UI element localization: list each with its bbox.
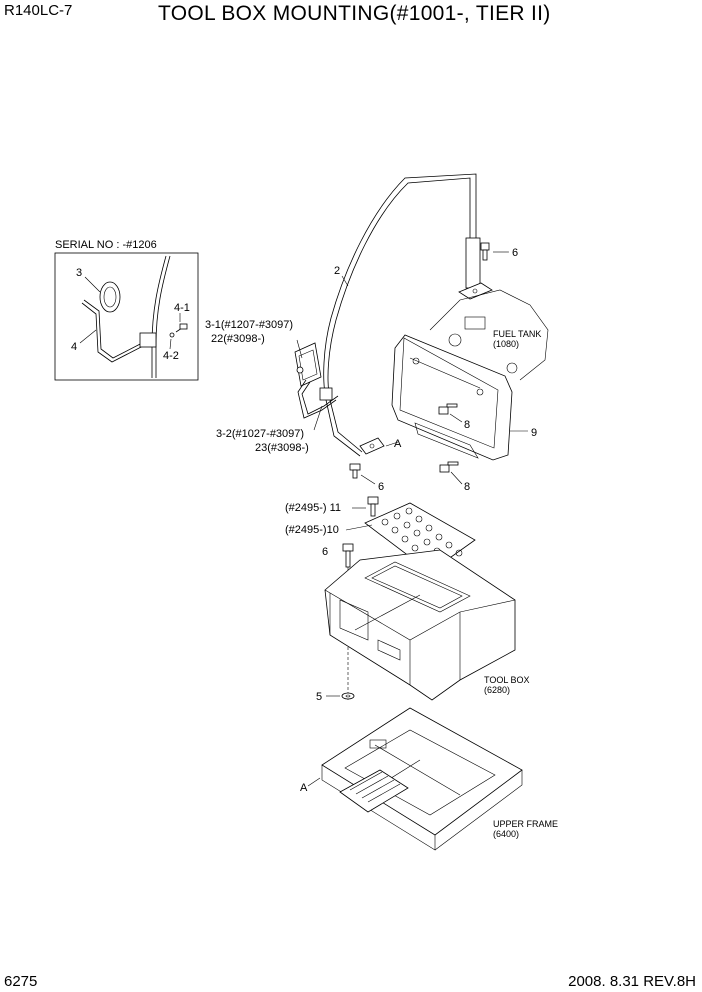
page-number: 6275 (4, 973, 38, 990)
inset-label-4-2: 4-2 (163, 350, 179, 362)
tank-cover-9 (391, 334, 513, 461)
serial-label: SERIAL NO : -#1206 (55, 239, 157, 251)
tool-box-assembly: (#2495-) 11 (#2495-)10 6 TOOL BOX (6280)… (285, 496, 530, 703)
ref-upper-frame-no: (6400) (493, 829, 519, 839)
part-label-10: (#2495-)10 (285, 524, 339, 536)
fuel-tank-assembly: FUEL TANK (1080) 8 8 9 (391, 289, 549, 493)
part-label-5: 5 (316, 691, 322, 703)
tool-box (324, 549, 516, 701)
inset-label-3: 3 (76, 267, 82, 279)
part-label-23: 23(#3098-) (255, 442, 309, 454)
side-mirror-icon (294, 342, 322, 387)
part-label-8-upper: 8 (464, 419, 470, 431)
part-label-11: (#2495-) 11 (285, 502, 341, 514)
upper-frame (321, 707, 523, 836)
inset-label-4-1: 4-1 (174, 302, 190, 314)
part-label-6-top: 6 (512, 247, 518, 259)
part-label-2: 2 (334, 265, 340, 277)
ref-upper-frame: UPPER FRAME (493, 819, 558, 829)
ref-tool-box: TOOL BOX (484, 675, 530, 685)
part-label-3-1: 3-1(#1207-#3097) (205, 319, 293, 331)
part-label-A-lower: A (300, 782, 308, 794)
part-label-22: 22(#3098-) (211, 333, 265, 345)
upper-frame-assembly: A UPPER FRAME (6400) (300, 707, 558, 851)
part-label-A-upper: A (394, 438, 402, 450)
ref-fuel-tank: FUEL TANK (493, 329, 541, 339)
part-label-9: 9 (531, 427, 537, 439)
part-label-6-mid: 6 (378, 481, 384, 493)
ref-tool-box-no: (6280) (484, 685, 510, 695)
inset-label-4: 4 (71, 341, 77, 353)
part-label-6-box: 6 (322, 546, 328, 558)
revision-date: 2008. 8.31 REV.8H (568, 973, 696, 990)
ref-fuel-tank-no: (1080) (493, 339, 519, 349)
clamp-icon (139, 332, 157, 348)
page-title: TOOL BOX MOUNTING(#1001-, TIER II) (158, 2, 551, 25)
mirror-icon (99, 281, 121, 313)
part-label-3-2: 3-2(#1027-#3097) (216, 428, 304, 440)
part-label-8-lower: 8 (464, 481, 470, 493)
serial-inset: SERIAL NO : -#1206 3 4 4-1 4-2 (54, 239, 199, 381)
mirror-stay-2: 2 6 (294, 173, 518, 485)
model-name: R140LC-7 (4, 2, 73, 19)
